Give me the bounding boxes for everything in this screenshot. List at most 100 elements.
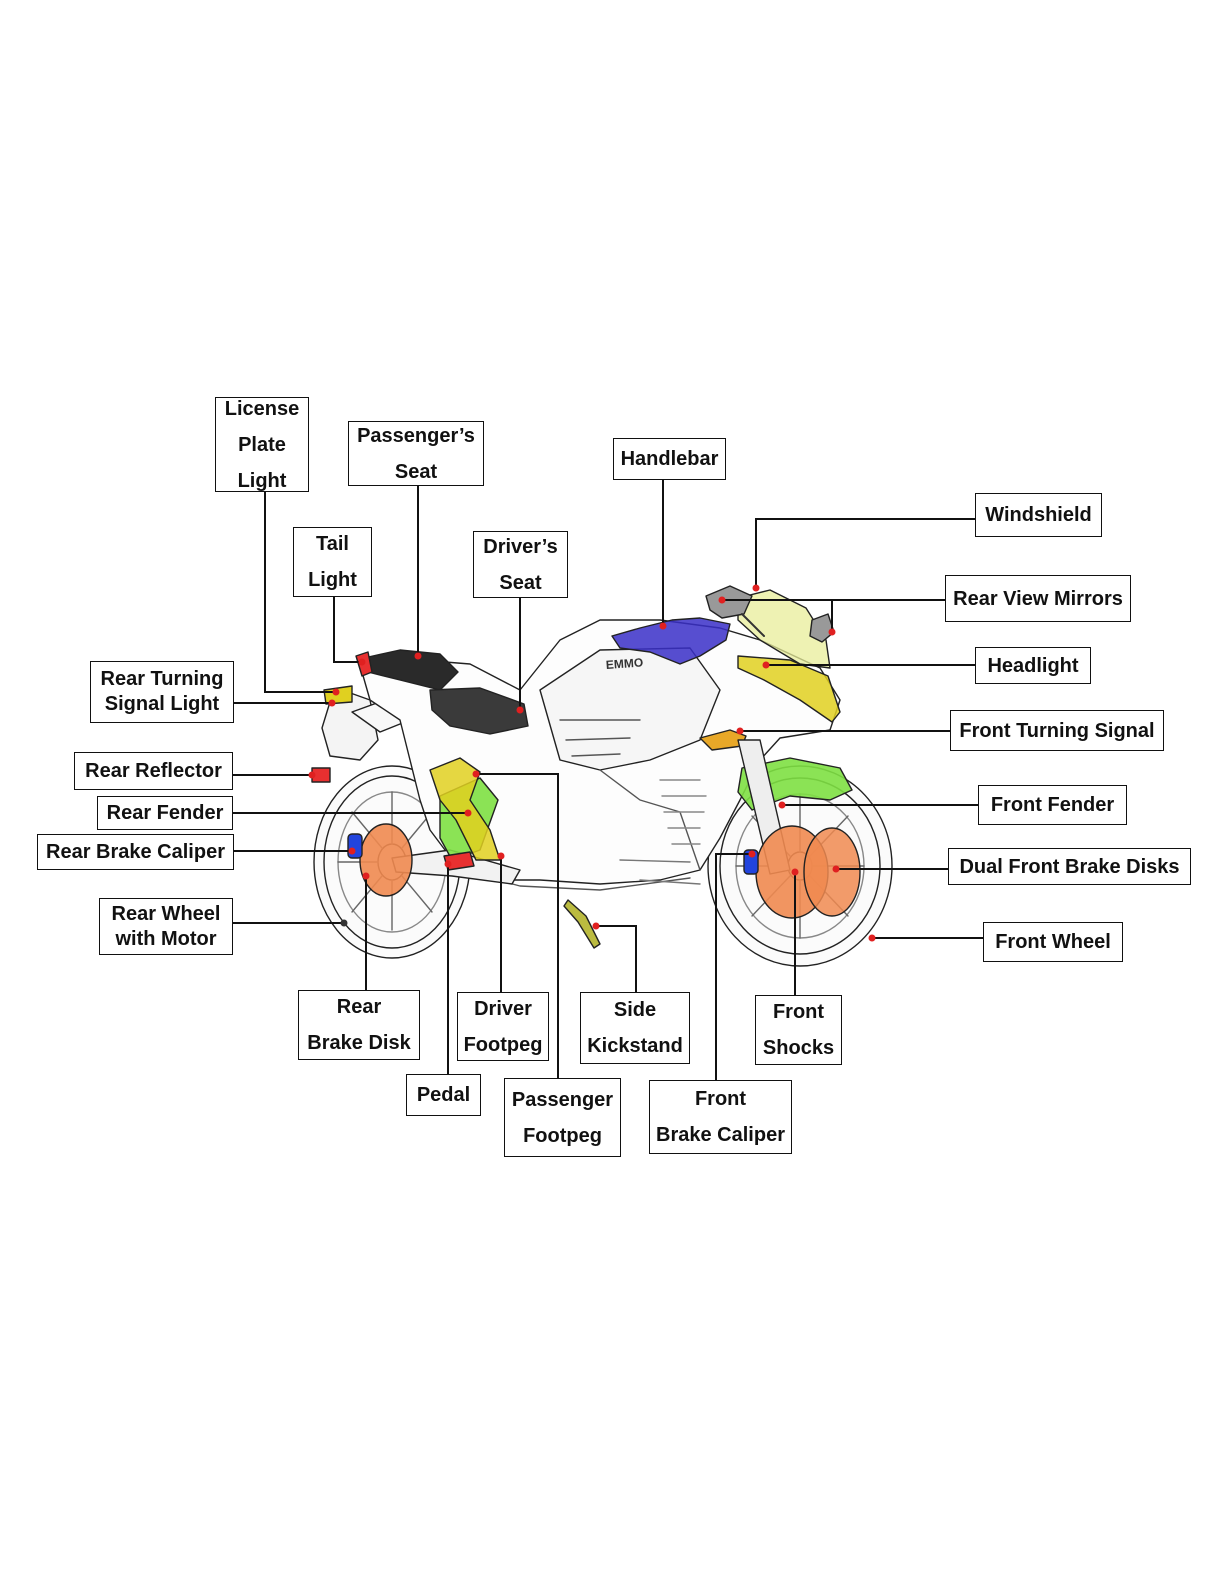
leader-license-plate-light: [264, 491, 336, 693]
label-windshield: Windshield: [975, 493, 1102, 537]
label-line: Kickstand: [587, 1035, 683, 1057]
dot-front-shocks: [791, 868, 799, 876]
label-side-kickstand: Side Kickstand: [580, 992, 690, 1064]
dot-handlebar: [659, 622, 667, 630]
label-dual-front-brake-disks: Dual Front Brake Disks: [948, 848, 1191, 885]
label-line: Light: [237, 469, 287, 492]
windshield-shape: [737, 589, 831, 669]
passenger-seat-shape: [363, 649, 459, 691]
dot-license-plate-light: [332, 688, 340, 696]
label-rear-fender: Rear Fender: [97, 796, 233, 830]
label-rear-reflector: Rear Reflector: [74, 752, 233, 790]
dot-passenger-footpeg: [472, 770, 480, 778]
label-line: Seat: [499, 571, 542, 594]
label-line: Rear Brake Caliper: [46, 841, 225, 863]
leader-windshield: [755, 518, 975, 588]
label-line: Passenger: [511, 1088, 614, 1111]
label-line: Brake Disk: [307, 1032, 411, 1054]
label-line: Driver’s: [483, 535, 558, 558]
label-line: Light: [308, 569, 357, 591]
dot-pedal: [444, 860, 452, 868]
label-line: Front Fender: [990, 794, 1115, 816]
label-line: Pedal: [416, 1084, 471, 1106]
rear-caliper-shape: [347, 833, 363, 859]
label-rear-view-mirrors: Rear View Mirrors: [945, 575, 1131, 622]
label-front-turning-signal: Front Turning Signal: [950, 710, 1164, 751]
mirror-left-shape: [705, 585, 753, 619]
label-line: Driver: [474, 997, 532, 1020]
label-rear-turning-signal-light: Rear Turning Signal Light: [90, 661, 234, 723]
label-line: Rear Fender: [106, 802, 224, 824]
rear-disk-shape: [359, 823, 413, 897]
dot-rear-reflector: [308, 771, 316, 779]
label-line: License: [224, 397, 300, 420]
motorcycle-illustration: EMMO: [311, 585, 893, 967]
label-headlight: Headlight: [975, 647, 1091, 684]
dot-dual-front-brake-disks: [832, 865, 840, 873]
dot-driver-footpeg: [497, 852, 505, 860]
dot-rear-view-mirror-right: [828, 628, 836, 636]
dot-rear-brake-caliper: [348, 847, 356, 855]
label-line: Rear Wheel: [111, 902, 221, 925]
label-line: Side: [613, 999, 657, 1021]
label-line: Front Turning Signal: [959, 719, 1155, 742]
label-front-brake-caliper: Front Brake Caliper: [649, 1080, 792, 1154]
label-pedal: Pedal: [406, 1074, 481, 1116]
label-tail-light: Tail Light: [293, 527, 372, 597]
label-license-plate-light: License Plate Light: [215, 397, 309, 492]
dot-side-kickstand: [592, 922, 600, 930]
brand-logo: EMMO: [605, 655, 643, 672]
leader-side-kickstand: [596, 925, 637, 992]
dot-front-fender: [778, 801, 786, 809]
label-line: Footpeg: [523, 1124, 602, 1147]
label-line: Seat: [394, 460, 438, 483]
label-line: Tail: [316, 533, 349, 555]
driver-seat-shape: [429, 687, 529, 735]
side-kickstand-shape: [563, 899, 601, 949]
label-line: Front: [772, 1001, 825, 1023]
label-line: Front Wheel: [995, 931, 1111, 953]
leader-tail-light: [333, 596, 362, 663]
label-driver-footpeg: Driver Footpeg: [457, 992, 549, 1061]
dot-drivers-seat: [516, 706, 524, 714]
dot-windshield: [752, 584, 760, 592]
label-line: Dual Front Brake Disks: [959, 855, 1180, 878]
label-line: Shocks: [762, 1037, 835, 1059]
leader-front-brake-caliper: [715, 853, 752, 1080]
pointer-dots: [308, 584, 876, 942]
label-line: Rear View Mirrors: [953, 587, 1123, 610]
dot-rear-brake-disk: [362, 872, 370, 880]
label-line: Footpeg: [463, 1033, 543, 1056]
label-line: Rear Reflector: [85, 760, 222, 782]
label-line: with Motor: [115, 927, 217, 950]
dot-front-turning-signal: [736, 727, 744, 735]
dot-headlight: [762, 661, 770, 669]
label-front-shocks: Front Shocks: [755, 995, 842, 1065]
label-line: Rear: [336, 996, 382, 1018]
label-line: Windshield: [985, 504, 1092, 526]
label-line: Signal Light: [104, 693, 220, 715]
leader-lines: [232, 480, 983, 1080]
dot-front-wheel: [868, 934, 876, 942]
label-drivers-seat: Driver’s Seat: [473, 531, 568, 598]
label-line: Brake Caliper: [656, 1124, 785, 1146]
label-passenger-footpeg: Passenger Footpeg: [504, 1078, 621, 1157]
handlebar-shape: [611, 617, 731, 665]
dot-passengers-seat: [414, 652, 422, 660]
mirror-right-shape: [809, 613, 835, 643]
rear-turn-signal-shape: [323, 685, 353, 705]
label-line: Plate: [238, 433, 286, 456]
label-line: Headlight: [987, 654, 1079, 677]
dot-rear-fender: [464, 809, 472, 817]
footpeg-bracket-shape: [429, 757, 501, 861]
front-disk-outer-shape: [803, 827, 861, 917]
label-front-wheel: Front Wheel: [983, 922, 1123, 962]
dot-rear-turning-signal: [328, 699, 336, 707]
label-handlebar: Handlebar: [613, 438, 726, 480]
leader-passenger-footpeg: [476, 773, 559, 1078]
label-line: Passenger’s: [357, 424, 475, 447]
label-line: Front: [694, 1088, 747, 1110]
label-line: Handlebar: [620, 448, 719, 470]
dot-rear-view-mirror-left: [718, 596, 726, 604]
